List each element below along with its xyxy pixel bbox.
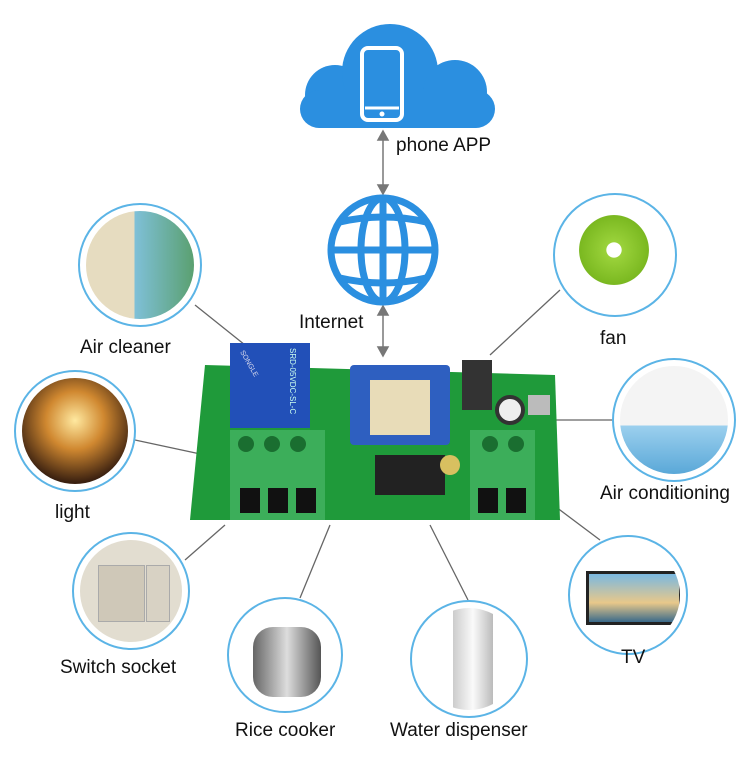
- device-label: fan: [600, 328, 627, 349]
- device-label: light: [55, 502, 90, 523]
- device-label: Air conditioning: [600, 483, 730, 504]
- device-label: TV: [621, 647, 646, 668]
- device-label: Rice cooker: [235, 720, 336, 741]
- air-cleaner-image: [78, 203, 202, 327]
- phone-app-label: phone APP: [396, 135, 492, 156]
- internet-label: Internet: [299, 312, 364, 333]
- device-label: Switch socket: [60, 657, 177, 678]
- relay: [230, 343, 310, 428]
- tv-image: [568, 535, 688, 655]
- globe-icon: [327, 194, 439, 306]
- relay-board: SONGLE SRD-05VDC-SL-C: [190, 343, 560, 520]
- fan-image: [553, 193, 677, 317]
- relay-model: SRD-05VDC-SL-C: [288, 348, 297, 414]
- inductor: [375, 455, 445, 495]
- device-label: Water dispenser: [390, 720, 528, 741]
- rice-cooker-image: [227, 597, 343, 713]
- light-image: [14, 370, 136, 492]
- arrows: [376, 129, 390, 358]
- switch-socket-image: [72, 532, 190, 650]
- buttons: [462, 360, 492, 410]
- air-conditioning-image: [612, 358, 736, 482]
- device-label: Air cleaner: [80, 337, 171, 358]
- phone-icon: [360, 46, 404, 122]
- cloud-icon: [300, 24, 495, 128]
- water-dispenser-image: [410, 600, 528, 718]
